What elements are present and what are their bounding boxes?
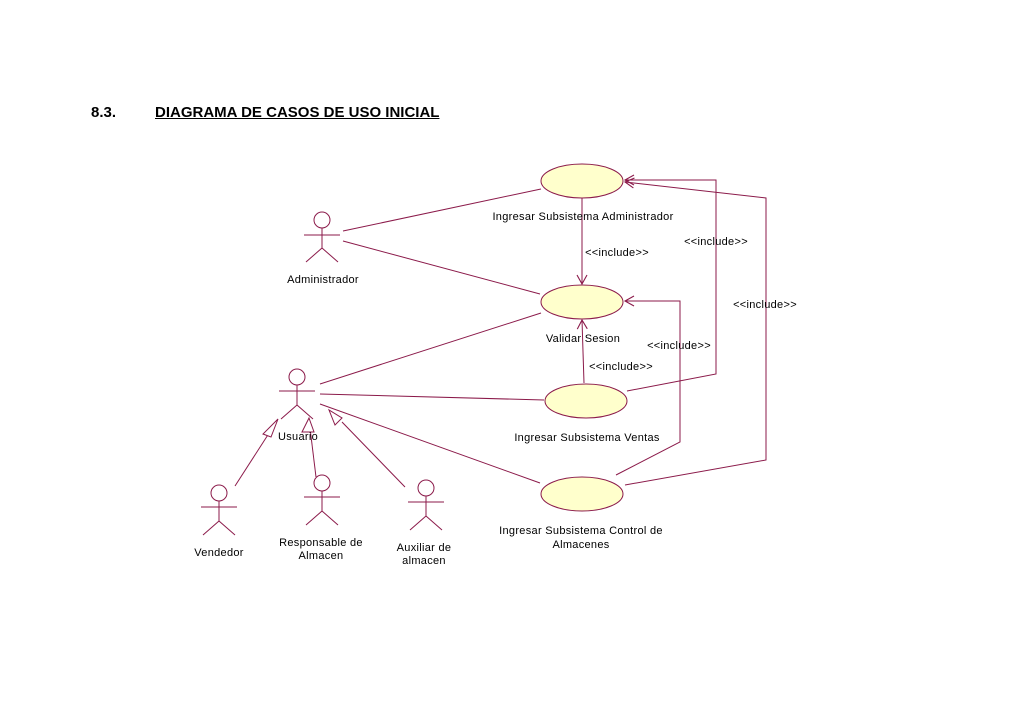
generalization-arrowhead	[327, 408, 343, 426]
actor-label-auxiliar-line1: Auxiliar de	[397, 542, 452, 554]
include-ventas-admin	[623, 174, 717, 392]
include-label: <<include>>	[589, 361, 653, 373]
usecase-label-validar: Validar Sesion	[546, 333, 620, 345]
include-label: <<include>>	[585, 247, 649, 259]
section-title: DIAGRAMA DE CASOS DE USO INICIAL	[155, 104, 440, 121]
actor-vendedor-icon	[201, 484, 237, 536]
generalization-responsable	[309, 427, 317, 478]
actor-label-administrador: Administrador	[287, 274, 359, 286]
usecase-label-admin: Ingresar Subsistema Administrador	[492, 211, 673, 223]
assoc-admin-ingresar-admin	[342, 188, 542, 232]
generalization-auxiliar	[341, 421, 406, 488]
generalization-arrowhead	[301, 416, 315, 433]
include-label: <<include>>	[647, 340, 711, 352]
usecase-label-ventas: Ingresar Subsistema Ventas	[514, 432, 660, 444]
include-label: <<include>>	[733, 299, 797, 311]
actor-label-auxiliar-line2: almacen	[402, 555, 446, 567]
include-control-validar	[615, 295, 681, 476]
actor-responsable-icon	[304, 474, 340, 526]
usecase-ingresar-admin	[540, 163, 624, 199]
usecase-validar-sesion	[540, 284, 624, 320]
generalization-vendedor	[234, 426, 274, 487]
actor-administrador-icon	[304, 211, 340, 263]
actor-label-vendedor: Vendedor	[194, 547, 244, 559]
usecase-ingresar-ventas	[544, 383, 628, 419]
include-label: <<include>>	[684, 236, 748, 248]
assoc-usuario-ventas	[319, 393, 545, 401]
usecase-label-control-line1: Ingresar Subsistema Control de	[499, 525, 663, 537]
include-ventas-validar	[576, 318, 588, 384]
actor-label-responsable-line1: Responsable de	[279, 537, 363, 549]
actor-usuario-icon	[279, 368, 315, 420]
section-number: 8.3.	[91, 104, 117, 121]
section-heading: 8.3. DIAGRAMA DE CASOS DE USO INICIAL	[91, 104, 439, 121]
assoc-usuario-validar	[319, 312, 542, 385]
include-control-admin	[623, 177, 767, 486]
assoc-admin-validar	[342, 240, 541, 295]
generalization-arrowhead	[262, 418, 279, 438]
actor-auxiliar-icon	[408, 479, 444, 531]
usecase-control-almacenes	[540, 476, 624, 512]
actor-label-responsable-line2: Almacen	[299, 550, 344, 562]
usecase-label-control-line2: Almacenes	[552, 539, 609, 551]
actor-label-usuario: Usuario	[278, 431, 318, 443]
assoc-usuario-control	[319, 403, 541, 484]
